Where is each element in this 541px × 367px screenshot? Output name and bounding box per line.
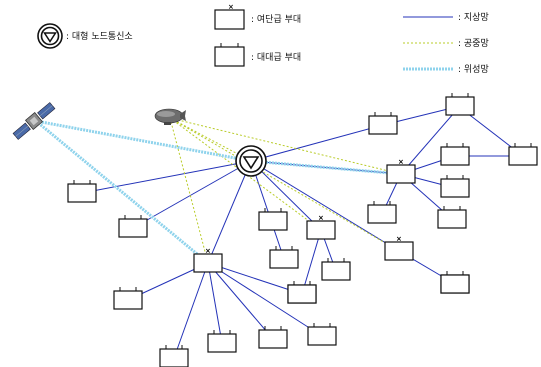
svg-text:×: × bbox=[398, 158, 404, 166]
ground-link bbox=[250, 124, 384, 162]
battalion-unit-icon bbox=[113, 287, 143, 310]
battalion-unit-icon bbox=[118, 215, 148, 238]
legend-satellite-label: : 위성망 bbox=[458, 64, 489, 75]
satellite-link bbox=[35, 119, 252, 163]
ground-link bbox=[250, 160, 322, 231]
battalion-unit-icon bbox=[440, 143, 470, 166]
legend-brigade-label: : 여단급 부대 bbox=[251, 13, 301, 25]
brigade-unit-icon: × bbox=[193, 247, 223, 273]
ground-link bbox=[207, 262, 223, 344]
battalion-unit-icon bbox=[368, 112, 398, 135]
battalion-unit-icon bbox=[207, 330, 237, 353]
battalion-unit-icon bbox=[440, 271, 470, 294]
aerial-link bbox=[169, 117, 402, 175]
legend-battalion-label: : 대대급 부대 bbox=[251, 52, 301, 63]
ground-link bbox=[132, 160, 252, 229]
battalion-unit-icon bbox=[437, 206, 467, 229]
battalion-unit-icon bbox=[269, 246, 299, 269]
ground-link bbox=[250, 160, 400, 252]
battalion-unit-icon bbox=[258, 208, 288, 231]
units-layer: × × × × bbox=[67, 93, 538, 367]
legend-brigade-icon: × bbox=[214, 3, 245, 30]
battalion-unit-icon bbox=[508, 143, 538, 166]
battalion-unit-icon bbox=[307, 323, 337, 346]
battalion-unit-icon bbox=[258, 326, 288, 349]
svg-text:×: × bbox=[318, 214, 324, 222]
brigade-unit-icon: × bbox=[306, 214, 336, 240]
aerial-link bbox=[169, 117, 400, 252]
battalion-unit-icon bbox=[67, 180, 97, 203]
battalion-unit-icon bbox=[321, 258, 351, 281]
ground-link bbox=[81, 160, 252, 194]
ground-link bbox=[173, 262, 209, 359]
ground-link bbox=[400, 105, 461, 175]
ground-link bbox=[207, 262, 274, 340]
ground-link bbox=[207, 262, 303, 295]
legend-node-station-icon bbox=[37, 23, 63, 49]
satellite-link bbox=[250, 159, 402, 176]
legend-battalion-icon bbox=[214, 43, 245, 67]
legend-ground-label: : 지상망 bbox=[458, 12, 489, 23]
airship-icon bbox=[154, 108, 186, 125]
ground-link bbox=[207, 262, 323, 337]
ground-link bbox=[207, 160, 252, 264]
brigade-unit-icon: × bbox=[386, 158, 416, 184]
svg-text:×: × bbox=[396, 235, 402, 243]
battalion-unit-icon bbox=[445, 93, 475, 116]
battalion-unit-icon bbox=[367, 201, 397, 224]
satellite-link bbox=[35, 119, 209, 265]
ground-link bbox=[301, 229, 322, 295]
svg-text:×: × bbox=[228, 3, 234, 11]
links-layer bbox=[35, 105, 524, 359]
legend-aerial-label: : 공중망 bbox=[458, 38, 489, 49]
battalion-unit-icon bbox=[440, 175, 470, 198]
aerial-link bbox=[169, 117, 322, 231]
satellite-icon bbox=[12, 102, 56, 140]
svg-text:×: × bbox=[205, 247, 211, 255]
legend: : 대형 노드통신소 × : 여단급 부대 : 대대급 부대 : 지상망 : 공… bbox=[37, 3, 489, 75]
aerial-link bbox=[169, 117, 209, 264]
legend-node-station-label: : 대형 노드통신소 bbox=[66, 31, 133, 42]
node-station-icon bbox=[235, 145, 267, 177]
battalion-unit-icon bbox=[159, 345, 189, 367]
brigade-unit-icon: × bbox=[384, 235, 414, 261]
ground-link bbox=[250, 160, 285, 260]
battalion-unit-icon bbox=[287, 281, 317, 304]
